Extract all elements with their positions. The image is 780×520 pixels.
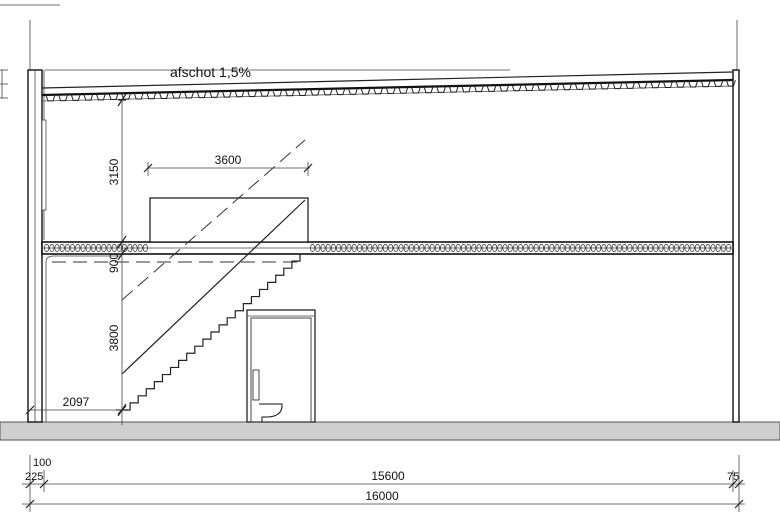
left-top-dimension [0,69,8,99]
dim-upper-height: 3150 [107,158,121,185]
ground-slab [0,421,780,441]
dim-stair-offset: 2097 [63,395,90,409]
dim-left-wall: 225 [25,471,43,483]
left-facade [27,69,120,423]
bottom-dimensions [22,455,745,512]
dim-left-small: 100 [33,457,51,469]
dim-mezzanine-width: 3600 [215,153,242,167]
mezzanine-width-dimension [143,162,313,176]
staircase [52,139,306,411]
dim-total-length: 16000 [365,489,399,503]
mezzanine-railing [149,197,309,243]
mezzanine-floor [41,241,734,255]
dim-right-wall: 75 [727,471,739,483]
toilet-cubicle [246,309,316,423]
roof [41,71,736,102]
right-column [732,69,740,423]
dim-lower-height: 3800 [107,324,121,351]
roof-slope-label: afschot 1,5% [170,64,251,80]
stair-offset-dimension [25,405,127,415]
dim-inner-length: 15600 [371,469,405,483]
dim-floor-thickness: 900 [107,253,121,273]
